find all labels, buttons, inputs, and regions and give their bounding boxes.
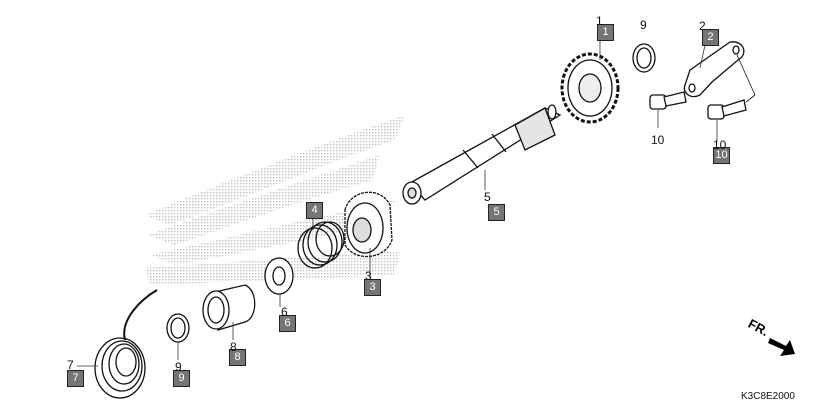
spring-part [297,221,345,269]
return-spring-part [94,289,158,399]
leader-label-10: 10 [651,133,665,147]
callout-6[interactable]: 6 [279,315,296,332]
leader-label-10b: 10 [713,138,727,152]
leader-label-8: 8 [230,340,237,354]
callout-9[interactable]: 9 [173,370,190,387]
ratchet-gear-part [344,191,393,258]
callout-10[interactable]: 10 [713,147,730,164]
leader-label-3: 3 [365,269,372,283]
callout-7[interactable]: 7 [67,370,84,387]
leader-label-2: 2 [699,19,706,33]
callout-4[interactable]: 4 [306,202,323,219]
leader-label-6: 6 [281,305,288,319]
bracket-part [683,41,745,98]
collar-part [202,284,256,331]
bolt-part [707,99,747,120]
gear-part [560,52,620,124]
callout-2[interactable]: 2 [702,29,719,46]
callout-1[interactable]: 1 [597,24,614,41]
leader-label-9-top: 9 [640,18,647,32]
parts [77,33,756,399]
leader-label-5: 5 [484,190,491,204]
diagram-code: K3C8E2000 [741,391,795,402]
callout-3[interactable]: 3 [364,279,381,296]
leader-label-1: 1 [596,14,603,28]
leader-label-7: 7 [67,358,74,372]
callout-5[interactable]: 5 [488,204,505,221]
bolt-part [649,91,687,110]
shaft-part [402,104,562,205]
leader-label-9: 9 [175,360,182,374]
front-direction-arrow-icon [768,338,795,356]
leader-lines [77,33,718,367]
callout-8[interactable]: 8 [229,349,246,366]
